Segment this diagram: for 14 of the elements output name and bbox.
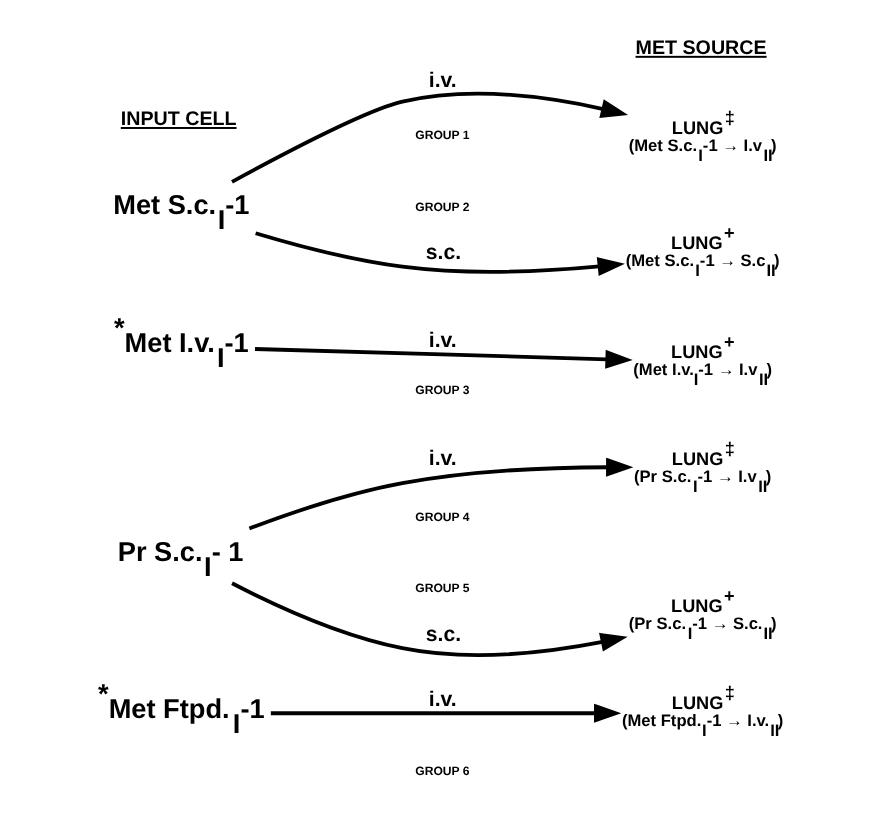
arrow xyxy=(254,347,633,369)
arrow xyxy=(231,581,628,657)
edge-label: s.c. xyxy=(425,622,462,647)
edge-label: i.v. xyxy=(428,329,457,354)
edge-label: s.c. xyxy=(425,241,462,266)
edge-label: i.v. xyxy=(428,447,457,472)
edge-label: i.v. xyxy=(428,687,457,712)
arrow xyxy=(248,457,634,531)
label: MET SOURCE xyxy=(635,37,767,60)
edge-label: i.v. xyxy=(428,68,457,93)
arrow xyxy=(231,91,629,184)
arrow xyxy=(255,231,625,277)
label: INPUT CELL xyxy=(120,108,237,131)
arrow xyxy=(270,703,622,723)
